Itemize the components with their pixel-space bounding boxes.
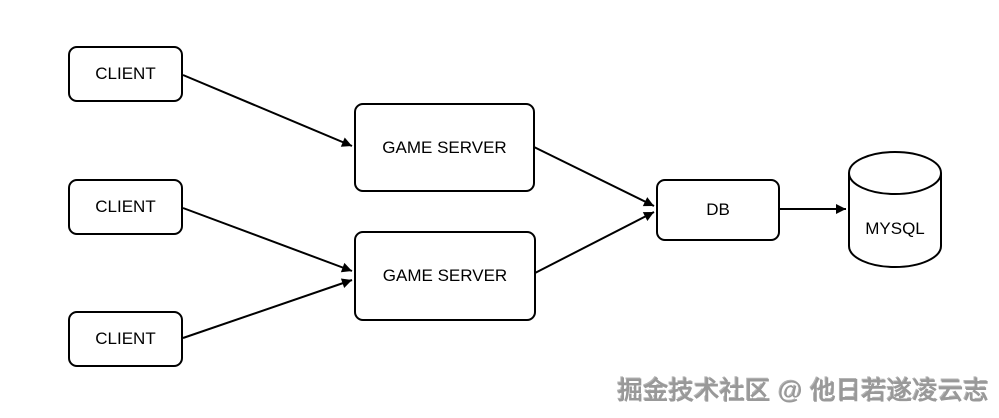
edge-client1-gameserver1 bbox=[182, 74, 353, 147]
node-client-3: CLIENT bbox=[68, 311, 183, 367]
node-game-server-2-label: GAME SERVER bbox=[382, 266, 508, 285]
node-client-2-label: CLIENT bbox=[95, 197, 156, 216]
edge-client3-gameserver2 bbox=[182, 278, 353, 339]
node-client-3-label: CLIENT bbox=[95, 329, 156, 348]
mysql-cylinder-shape bbox=[848, 151, 942, 268]
edge-gameserver1-db bbox=[533, 146, 655, 207]
node-game-server-2: GAME SERVER bbox=[354, 231, 536, 321]
node-client-1: CLIENT bbox=[68, 46, 183, 102]
watermark: 掘金技术社区 @ 他日若遂凌云志 bbox=[617, 377, 989, 405]
edge-client2-gameserver2 bbox=[182, 207, 353, 273]
node-game-server-1: GAME SERVER bbox=[354, 103, 535, 192]
node-client-2: CLIENT bbox=[68, 179, 183, 235]
node-game-server-1-label: GAME SERVER bbox=[382, 137, 507, 157]
edge-gameserver2-db bbox=[534, 211, 655, 274]
node-db-label: DB bbox=[706, 200, 730, 219]
node-mysql-label: MYSQL bbox=[865, 219, 925, 238]
node-client-1-label: CLIENT bbox=[95, 64, 156, 83]
node-db: DB bbox=[656, 179, 780, 241]
